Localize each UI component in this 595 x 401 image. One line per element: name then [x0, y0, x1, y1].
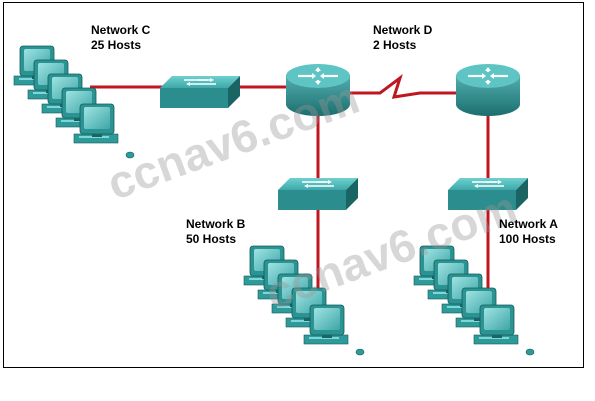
network-b-label: Network B 50 Hosts: [186, 217, 245, 247]
network-d-name: Network D: [373, 23, 433, 37]
network-a-label: Network A 100 Hosts: [499, 217, 558, 247]
pc-icon: [473, 304, 519, 345]
network-a-hosts: 100 Hosts: [499, 232, 556, 246]
link-serial-network-d: [345, 73, 460, 99]
mouse-icon: [125, 151, 135, 159]
network-a-name: Network A: [499, 217, 558, 231]
pc-group-network-c: [13, 45, 135, 159]
pc-icon: [303, 304, 349, 345]
network-d-hosts: 2 Hosts: [373, 38, 417, 52]
network-d-label: Network D 2 Hosts: [373, 23, 432, 53]
pc-icon: [73, 103, 119, 144]
mouse-icon: [525, 348, 535, 356]
network-c-name: Network C: [91, 23, 151, 37]
network-b-name: Network B: [186, 217, 246, 231]
links: [90, 73, 490, 300]
switch-icon: [447, 177, 529, 211]
network-c-hosts: 25 Hosts: [91, 38, 142, 52]
router-icon: [454, 62, 522, 118]
mouse-icon: [355, 348, 365, 356]
switch-icon: [159, 75, 241, 109]
pc-group-network-a: [413, 245, 535, 356]
network-b-hosts: 50 Hosts: [186, 232, 237, 246]
router-icon: [284, 62, 352, 118]
pc-group-network-b: [243, 245, 365, 356]
network-c-label: Network C 25 Hosts: [91, 23, 150, 53]
switch-icon: [277, 177, 359, 211]
